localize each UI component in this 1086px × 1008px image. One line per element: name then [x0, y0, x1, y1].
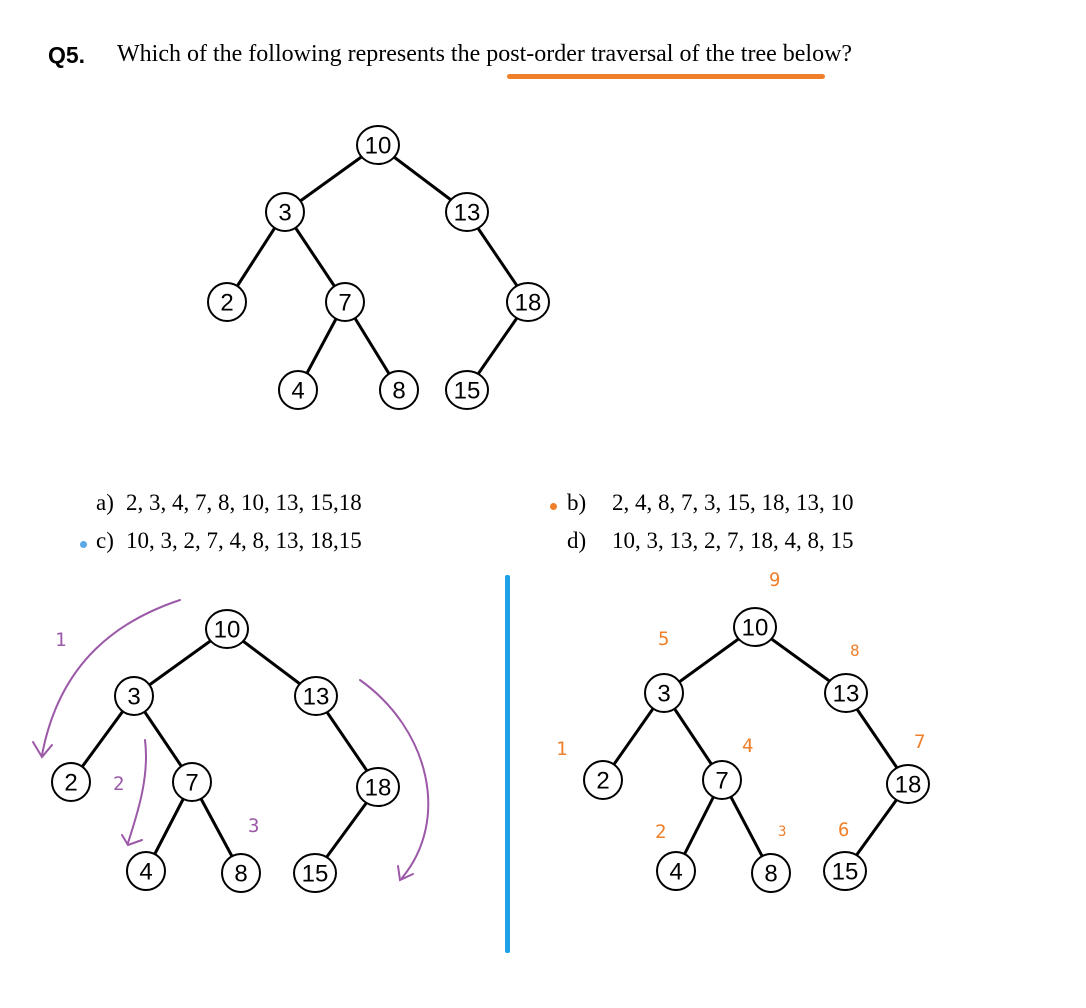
option-c-dot — [80, 541, 87, 548]
tree-right-node-n13 — [824, 673, 868, 713]
purple-arrow-3-head — [397, 865, 414, 882]
tree-top-node-n18 — [506, 282, 550, 322]
order-2: 1 — [556, 738, 567, 760]
tree-right-label-n7: 7 — [715, 768, 728, 795]
purple-arrow-3 — [359, 679, 430, 879]
tree-top-label-n10: 10 — [365, 133, 392, 160]
left-number-2: 2 — [113, 773, 124, 795]
tree-top-node-n7 — [325, 282, 365, 322]
option-d-letter: d) — [567, 528, 587, 553]
left-tree-numbers: 1 2 3 — [55, 629, 259, 837]
tree-right-node-n7 — [702, 760, 742, 800]
order-8: 3 — [778, 824, 786, 840]
tree-top: 10 3 13 2 7 18 4 8 15 — [207, 125, 550, 410]
tree-top-label-n2: 2 — [220, 290, 233, 317]
option-c-text: 10, 3, 2, 7, 4, 8, 13, 18,15 — [126, 528, 362, 553]
tree-right-node-n18 — [886, 764, 930, 804]
tree-top-label-n8: 8 — [392, 378, 405, 405]
question-underline-mark — [507, 74, 825, 79]
option-c: c) 10, 3, 2, 7, 4, 8, 13, 18,15 — [96, 528, 362, 554]
order-15: 6 — [838, 819, 849, 841]
tree-right-node-n10 — [733, 607, 777, 647]
option-b-dot — [550, 503, 557, 510]
tree-left-label-n15: 15 — [302, 861, 329, 888]
tree-left-label-n10: 10 — [214, 617, 241, 644]
tree-left-label-n3: 3 — [127, 684, 140, 711]
tree-top-label-n3: 3 — [278, 200, 291, 227]
option-a-text: 2, 3, 4, 7, 8, 10, 13, 15,18 — [126, 490, 362, 515]
tree-right-label-n3: 3 — [657, 681, 670, 708]
purple-arrows — [32, 599, 430, 882]
tree-top-node-n13 — [445, 192, 489, 232]
tree-right-node-n4 — [656, 851, 696, 891]
right-tree-order: 1 2 3 4 5 6 7 8 9 — [556, 569, 925, 843]
tree-right-label-n18: 18 — [895, 772, 922, 799]
option-a-letter: a) — [96, 490, 114, 515]
option-b-letter: b) — [567, 490, 587, 515]
option-c-letter: c) — [96, 528, 114, 553]
tree-right-node-n3 — [644, 673, 684, 713]
order-7: 4 — [742, 735, 753, 757]
order-3: 5 — [658, 628, 669, 650]
tree-top-node-n3 — [265, 192, 305, 232]
order-10: 9 — [769, 569, 780, 591]
option-b: b) 2, 4, 8, 7, 3, 15, 18, 13, 10 — [567, 490, 854, 516]
tree-right-node-n2 — [583, 760, 623, 800]
tree-right-label-n15: 15 — [832, 859, 859, 886]
tree-left-node-n4 — [126, 851, 166, 891]
tree-right-label-n4: 4 — [669, 859, 682, 886]
purple-arrow-2 — [127, 739, 147, 844]
tree-right-label-n2: 2 — [596, 768, 609, 795]
tree-left-label-n2: 2 — [64, 770, 77, 797]
order-13: 8 — [850, 641, 860, 660]
left-number-1: 1 — [55, 629, 66, 651]
question-text: Which of the following represents the po… — [117, 41, 853, 67]
tree-right-node-n8 — [751, 853, 791, 893]
order-18: 7 — [914, 731, 925, 753]
tree-left-node-n2 — [51, 762, 91, 802]
tree-left-node-n7 — [172, 762, 212, 802]
tree-right-label-n8: 8 — [764, 861, 777, 888]
option-b-text: 2, 4, 8, 7, 3, 15, 18, 13, 10 — [612, 490, 854, 515]
tree-left-node-n15 — [293, 853, 337, 893]
tree-top-node-n8 — [379, 370, 419, 410]
purple-arrow-1-head — [32, 741, 53, 759]
tree-right-label-n10: 10 — [742, 615, 769, 642]
tree-left-label-n13: 13 — [303, 684, 330, 711]
tree-left-node-n8 — [221, 853, 261, 893]
tree-left-node-n3 — [114, 676, 154, 716]
tree-right-label-n13: 13 — [833, 681, 860, 708]
tree-top-label-n18: 18 — [515, 290, 542, 317]
tree-top-label-n4: 4 — [291, 378, 304, 405]
tree-top-node-n2 — [207, 282, 247, 322]
tree-right: 10 3 13 2 7 18 4 8 15 — [583, 607, 930, 893]
question-label: Q5. — [48, 42, 86, 68]
tree-left-label-n8: 8 — [234, 861, 247, 888]
tree-top-label-n7: 7 — [338, 290, 351, 317]
option-a: a) 2, 3, 4, 7, 8, 10, 13, 15,18 — [96, 490, 362, 516]
tree-left-label-n18: 18 — [365, 775, 392, 802]
tree-left-label-n7: 7 — [185, 770, 198, 797]
tree-left-label-n4: 4 — [139, 859, 152, 886]
tree-top-node-n4 — [278, 370, 318, 410]
tree-top-label-n13: 13 — [454, 200, 481, 227]
tree-left-node-n18 — [356, 767, 400, 807]
tree-right-node-n15 — [823, 851, 867, 891]
tree-left-node-n10 — [205, 609, 249, 649]
option-d: d) 10, 3, 13, 2, 7, 18, 4, 8, 15 — [567, 528, 854, 554]
tree-top-node-n15 — [445, 370, 489, 410]
tree-left-node-n13 — [294, 676, 338, 716]
tree-top-node-n10 — [356, 125, 400, 165]
left-number-3: 3 — [248, 815, 259, 837]
order-4: 2 — [655, 821, 666, 843]
purple-arrow-2-head — [121, 834, 143, 847]
divider-line — [505, 575, 510, 953]
option-d-text: 10, 3, 13, 2, 7, 18, 4, 8, 15 — [612, 528, 854, 553]
purple-arrow-1 — [41, 599, 181, 756]
tree-top-label-n15: 15 — [454, 378, 481, 405]
